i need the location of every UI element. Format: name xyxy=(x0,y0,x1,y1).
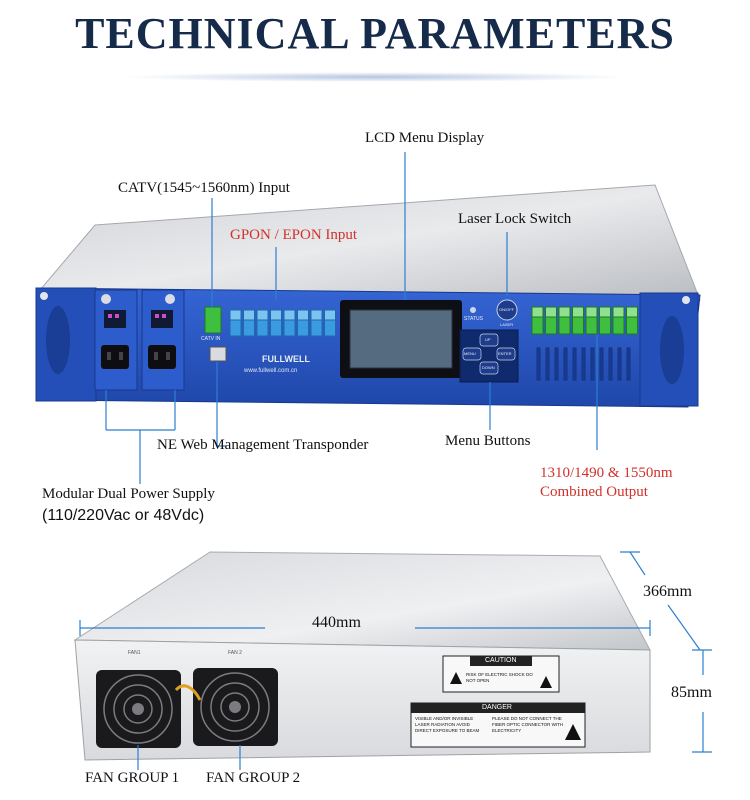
output-port-top xyxy=(626,306,638,318)
width-dimension: 440mm xyxy=(312,614,361,631)
output-port-top xyxy=(585,306,598,318)
height-dimension: 85mm xyxy=(671,684,712,701)
gpon-port xyxy=(310,319,323,337)
ne-web-management-callout: NE Web Management Transponder xyxy=(157,437,369,453)
laser-lock-switch-callout: Laser Lock Switch xyxy=(458,211,572,227)
output-port xyxy=(585,316,598,335)
menu-down-button xyxy=(479,361,499,375)
page-title: TECHNICAL PARAMETERS xyxy=(75,9,675,58)
caution-title: CAUTION xyxy=(485,657,517,664)
vent-slot xyxy=(536,347,541,381)
menu-button-label: MENU xyxy=(464,351,476,356)
front-vent xyxy=(536,347,631,381)
gpon-port xyxy=(229,319,242,337)
catv-in-label: CATV IN xyxy=(201,336,221,342)
vent-slot xyxy=(581,347,586,381)
rear-unit-top-cover xyxy=(73,551,651,651)
vent-slot xyxy=(545,347,550,381)
output-port-top xyxy=(612,306,625,318)
gpon-input-ports xyxy=(229,309,336,337)
output-port xyxy=(558,316,571,335)
fan-group-2-callout: FAN GROUP 2 xyxy=(206,770,301,786)
power-supply-callout-line1: Modular Dual Power Supply xyxy=(42,486,215,502)
caution-text: RISK OF ELECTRIC SHOCK DO NOT OPEN xyxy=(466,672,533,683)
output-port-top xyxy=(572,306,584,318)
gpon-port xyxy=(243,319,255,337)
fan2-label: FAN 2 xyxy=(228,650,242,656)
power-module-1 xyxy=(94,289,138,391)
output-port-top xyxy=(545,306,557,318)
gpon-port-top xyxy=(297,309,309,321)
output-port xyxy=(612,316,625,335)
enter-button-label: ENTER xyxy=(498,351,512,356)
vent-slot xyxy=(608,347,613,381)
gpon-port-top xyxy=(283,309,296,321)
gpon-port xyxy=(297,319,309,337)
combined-output-callout-line1: 1310/1490 & 1550nm xyxy=(540,465,673,481)
power-module-2 xyxy=(141,289,185,391)
lcd-menu-display-callout: LCD Menu Display xyxy=(365,130,485,146)
title-underline xyxy=(120,72,630,82)
menu-up-button xyxy=(479,333,499,347)
output-port xyxy=(626,316,638,335)
danger-left-text: VISIBLE AND/OR INVISIBLE LASER RADIATION… xyxy=(415,716,480,733)
vent-slot xyxy=(617,347,622,381)
fan1-label: FAN1 xyxy=(128,650,141,656)
onoff-label: ON/OFF xyxy=(499,307,515,312)
output-port-top xyxy=(531,306,544,318)
output-port-top xyxy=(558,306,571,318)
power-supply-callout-line2: (110/220Vac or 48Vdc) xyxy=(42,507,205,524)
combined-output-ports xyxy=(531,306,638,335)
depth-dimension: 366mm xyxy=(643,583,692,600)
rj45-port xyxy=(209,346,227,362)
front-unit-top-cover xyxy=(38,184,701,301)
danger-title: DANGER xyxy=(482,704,512,711)
gpon-port xyxy=(283,319,296,337)
gpon-port xyxy=(324,319,336,337)
gpon-port-top xyxy=(256,309,269,321)
gpon-port-top xyxy=(310,309,323,321)
vent-slot xyxy=(572,347,577,381)
output-port xyxy=(531,316,544,335)
gpon-epon-input-callout: GPON / EPON Input xyxy=(230,227,358,243)
rack-ear-slot xyxy=(660,316,684,384)
menu-menu-button xyxy=(462,347,482,361)
fan-group-1-callout: FAN GROUP 1 xyxy=(85,770,180,786)
gpon-port xyxy=(256,319,269,337)
output-port-top xyxy=(599,306,611,318)
left-rack-ear xyxy=(35,287,97,402)
output-port xyxy=(599,316,611,335)
output-port xyxy=(545,316,557,335)
vent-slot xyxy=(554,347,559,381)
power-inlet xyxy=(101,345,129,369)
lcd-screen xyxy=(349,309,453,369)
catv-in-port xyxy=(204,306,222,334)
gpon-port-top xyxy=(324,309,336,321)
laser-lock-switch xyxy=(496,299,518,321)
gpon-port-top xyxy=(229,309,242,321)
vent-slot xyxy=(599,347,604,381)
power-inlet xyxy=(148,345,176,369)
gpon-port xyxy=(270,319,282,337)
vent-slot xyxy=(563,347,568,381)
down-button-label: DOWN xyxy=(482,365,495,370)
menu-enter-button xyxy=(496,347,516,361)
menu-buttons-callout: Menu Buttons xyxy=(445,433,531,449)
vent-slot xyxy=(626,347,631,381)
status-label: STATUS xyxy=(464,316,483,322)
gpon-port-top xyxy=(243,309,255,321)
brand-logo: FULLWELL xyxy=(262,354,310,364)
output-port xyxy=(572,316,584,335)
catv-input-callout: CATV(1545~1560nm) Input xyxy=(118,180,290,196)
vent-slot xyxy=(590,347,595,381)
combined-output-callout-line2: Combined Output xyxy=(540,484,648,500)
up-button-label: UP xyxy=(485,337,491,342)
laser-label: LASER xyxy=(500,322,514,327)
danger-right-text: PLEASE DO NOT CONNECT THE FIBER OPTIC CO… xyxy=(492,716,564,733)
website-text: www.fullwell.com.cn xyxy=(244,368,298,374)
rack-ear-slot xyxy=(46,306,70,374)
gpon-port-top xyxy=(270,309,282,321)
